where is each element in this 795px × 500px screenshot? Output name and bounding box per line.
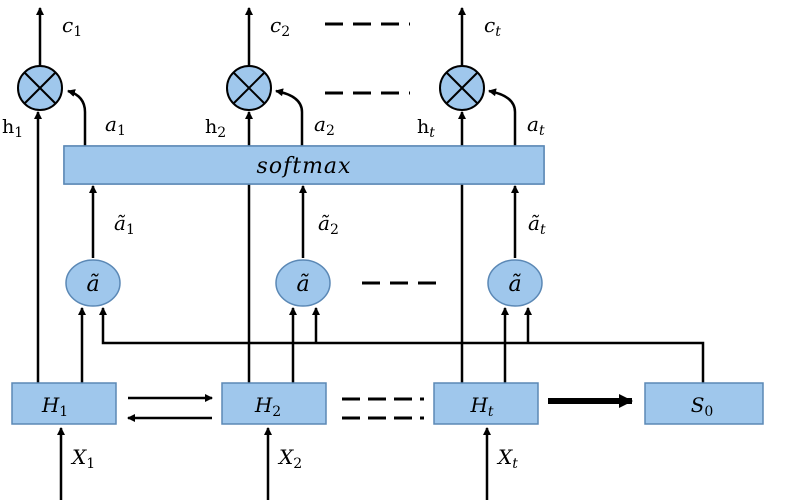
input-label-xt: X — [496, 445, 513, 469]
encoder-label-h1: H — [41, 393, 60, 417]
svg-text:a1: a1 — [105, 112, 126, 139]
score-sub-2: 2 — [330, 222, 339, 238]
hidden-sub-ht: t — [429, 125, 435, 141]
score-node-1 — [65, 259, 121, 307]
score-sub-t: t — [540, 222, 546, 238]
svg-text:c2: c2 — [270, 13, 290, 40]
attn-sub-at: t — [539, 123, 545, 139]
decoder-state-box-s0 — [644, 382, 764, 425]
output-label-ct: c — [484, 13, 495, 37]
svg-text:ct: ct — [484, 13, 501, 40]
svg-text:h1: h1 — [2, 116, 23, 141]
svg-text:h2: h2 — [205, 116, 226, 141]
score-label-1: ã — [114, 211, 126, 235]
svg-text:H2: H2 — [254, 393, 281, 420]
s0-feedback-line — [99, 307, 705, 383]
svg-text:S0: S0 — [691, 393, 714, 420]
hidden-sub-h1: 1 — [14, 125, 23, 141]
multiply-icon-1 — [17, 65, 63, 111]
softmax-box-overlay — [63, 145, 545, 185]
output-sub-ct: t — [495, 24, 501, 40]
attn-sub-a2: 2 — [326, 123, 335, 139]
hidden-label-h1: h — [2, 116, 14, 138]
input-label-x1: X — [70, 445, 87, 469]
svg-text:X2: X2 — [277, 445, 302, 472]
score-node-t — [487, 259, 543, 307]
score-node-label-t: ã — [508, 272, 521, 297]
score-node-label-1: ã — [86, 272, 99, 297]
input-label-x2: X — [277, 445, 294, 469]
encoder-sub-h1: 1 — [59, 404, 68, 420]
attn-arrow-1 — [67, 89, 87, 146]
svg-text:H1: H1 — [41, 393, 68, 420]
multiply-icon-2 — [226, 65, 272, 111]
attn-sub-a1: 1 — [117, 123, 126, 139]
input-sub-xt: t — [512, 456, 518, 472]
hidden-label-h2: h — [205, 116, 217, 138]
score-label-t: ã — [528, 211, 540, 235]
output-label-c2: c — [270, 13, 281, 37]
svg-text:ãt: ãt — [528, 211, 546, 238]
svg-text:a2: a2 — [314, 112, 335, 139]
svg-text:c1: c1 — [62, 13, 82, 40]
svg-text:at: at — [527, 112, 545, 139]
encoder-sub-h2: 2 — [272, 404, 281, 420]
attn-arrow-t — [488, 88, 517, 146]
softmax-label-overlay: softmax — [257, 154, 352, 179]
multiply-icon-t — [439, 65, 485, 111]
hidden-label-ht: h — [417, 116, 429, 138]
output-sub-c2: 2 — [281, 24, 290, 40]
decoder-label-s0: S — [691, 393, 705, 417]
attn-arrow-2 — [275, 88, 304, 146]
output-label-c1: c — [62, 13, 73, 37]
input-sub-x1: 1 — [86, 456, 95, 472]
score-sub-1: 1 — [126, 222, 135, 238]
encoder-label-ht: H — [469, 393, 488, 417]
attn-label-a1: a — [105, 112, 117, 136]
encoder-box-ht — [433, 382, 539, 425]
score-label-2: ã — [318, 211, 330, 235]
encoder-label-h2: H — [254, 393, 273, 417]
encoder-box-h2 — [221, 382, 327, 425]
input-sub-x2: 2 — [293, 456, 302, 472]
svg-text:Ht: Ht — [469, 393, 493, 420]
score-node-label-2: ã — [296, 272, 309, 297]
decoder-sub-s0: 0 — [704, 404, 713, 420]
svg-text:ã2: ã2 — [318, 211, 339, 238]
encoder-box-h1 — [11, 382, 117, 425]
svg-text:ht: ht — [417, 116, 435, 141]
score-node-2 — [275, 259, 331, 307]
attn-label-at: a — [527, 112, 539, 136]
output-sub-c1: 1 — [73, 24, 82, 40]
attn-label-a2: a — [314, 112, 326, 136]
svg-text:ã1: ã1 — [114, 211, 135, 238]
hidden-sub-h2: 2 — [217, 125, 226, 141]
svg-text:X1: X1 — [70, 445, 95, 472]
svg-text:Xt: Xt — [496, 445, 518, 472]
encoder-sub-ht: t — [488, 404, 494, 420]
